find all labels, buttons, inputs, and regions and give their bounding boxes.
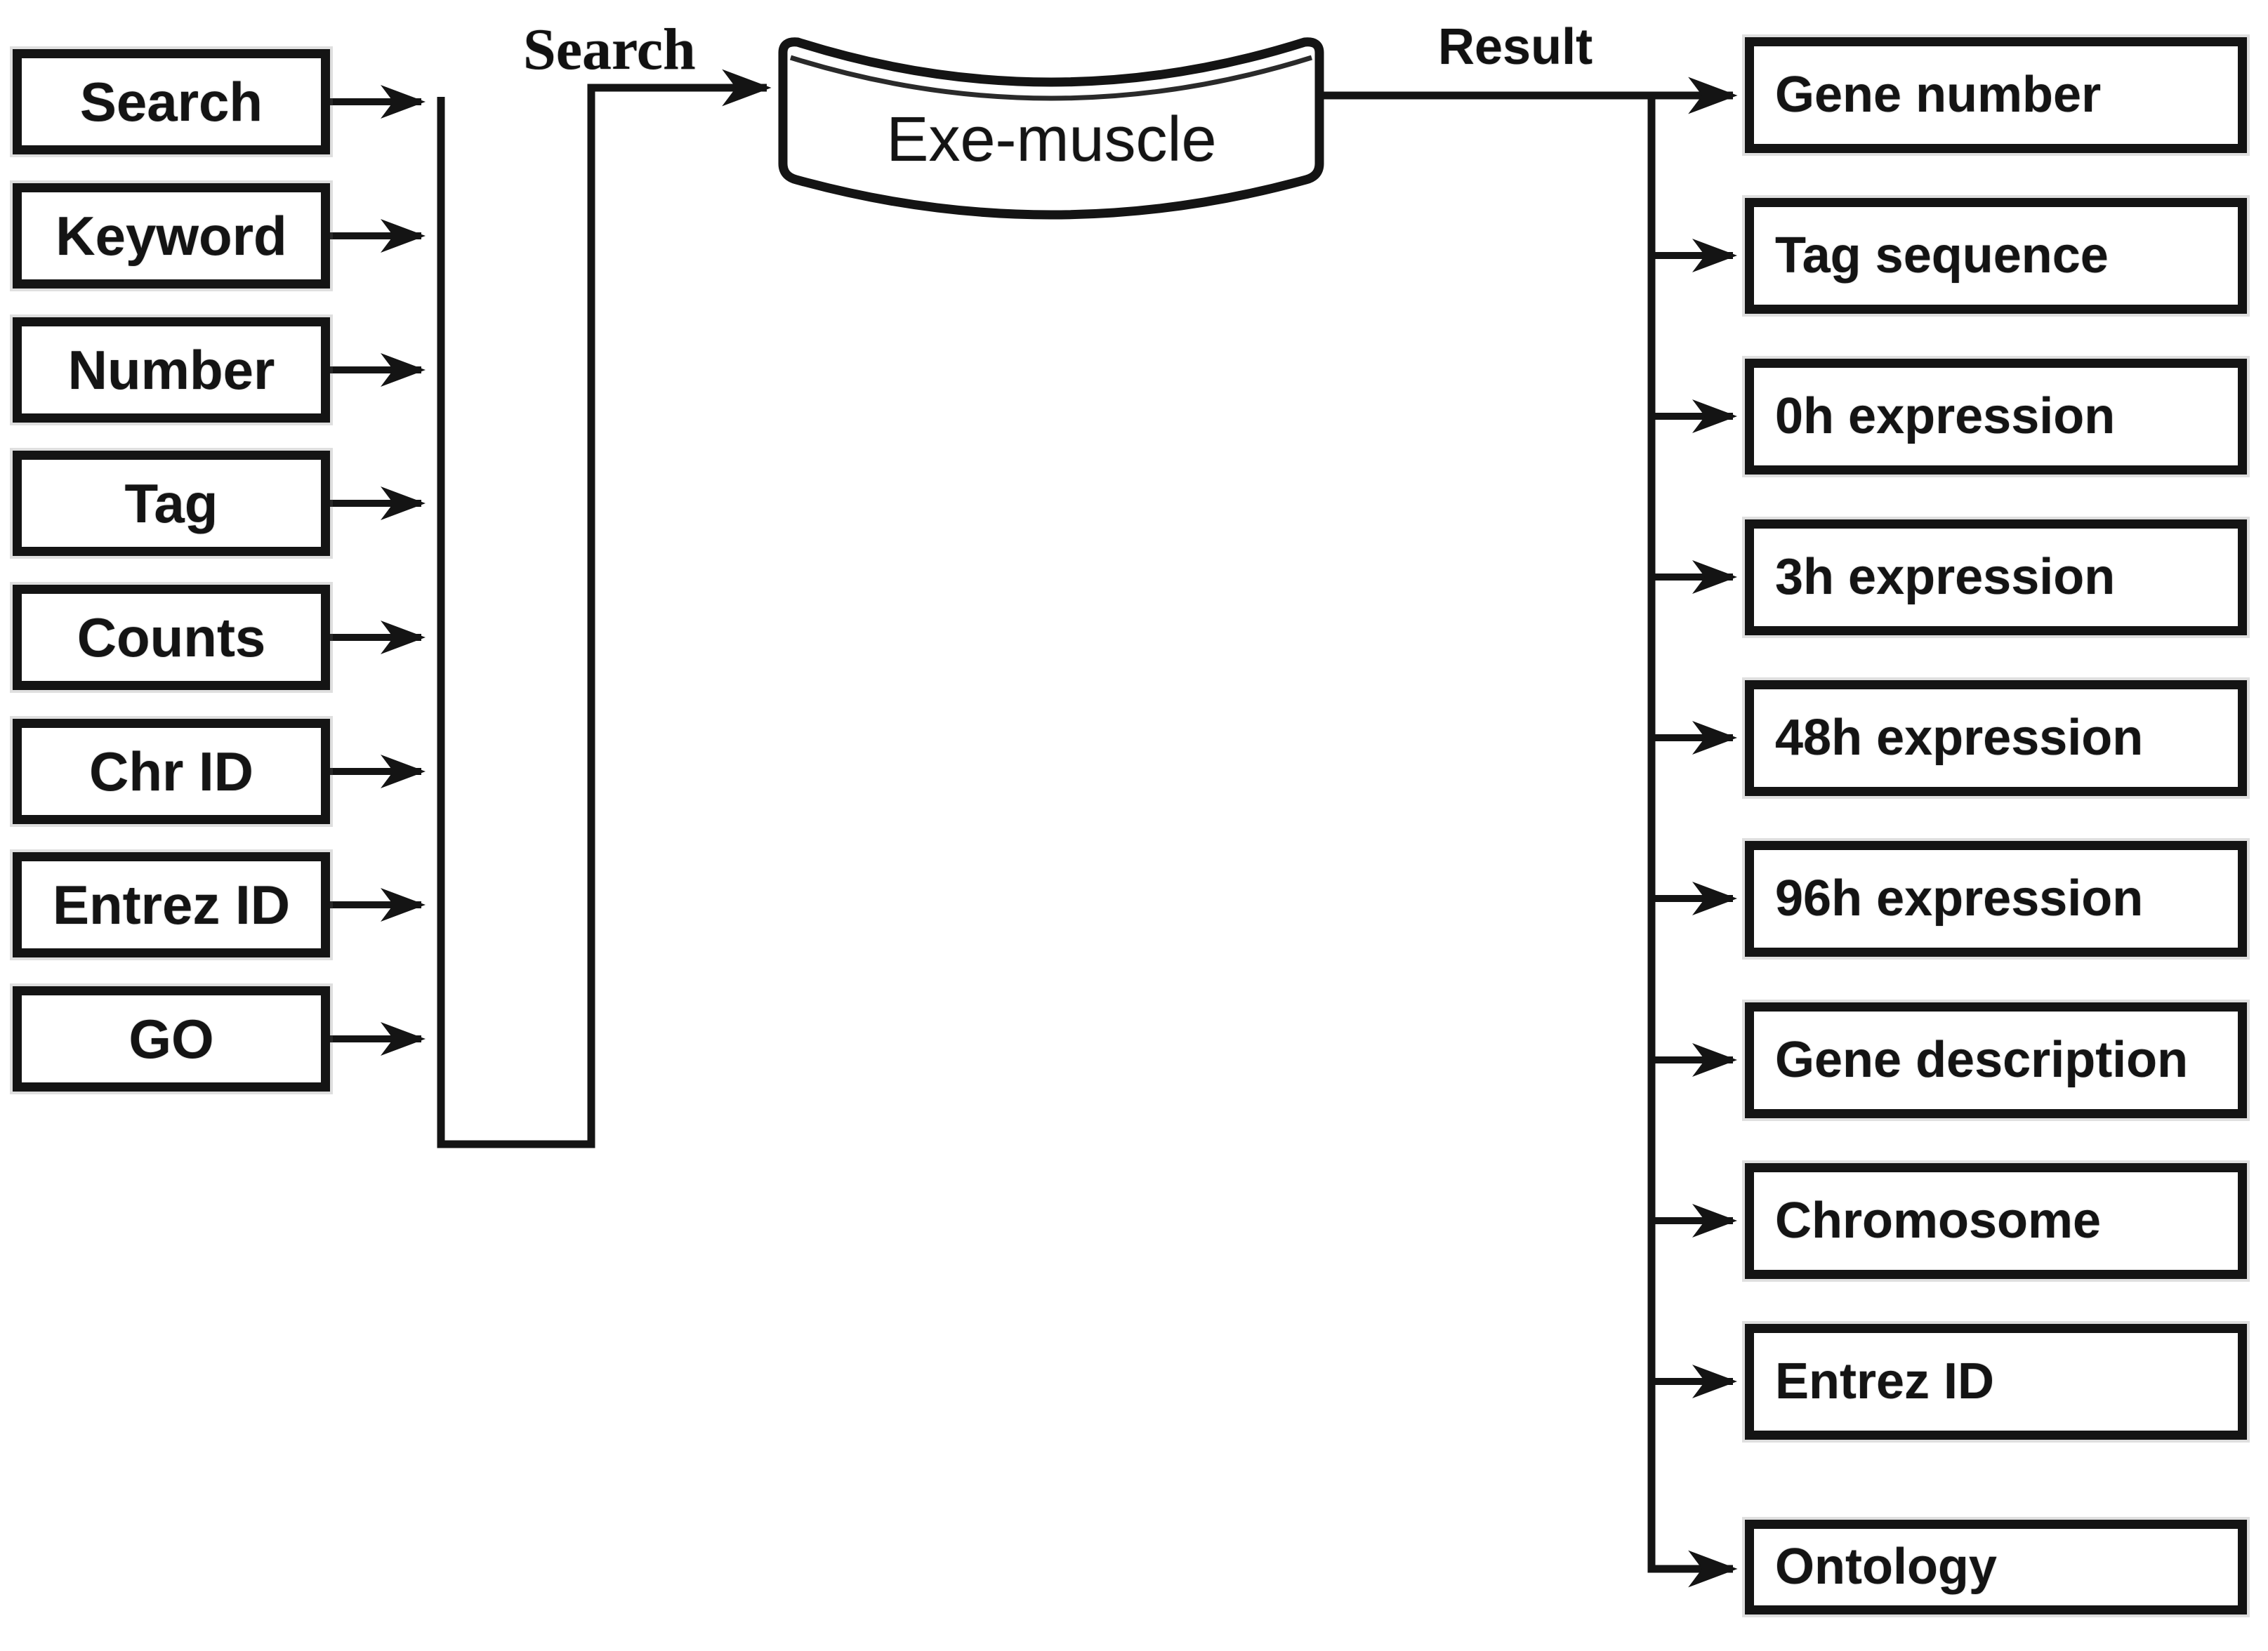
database-name: Exe-muscle [886, 105, 1217, 175]
output-box-48h-expression: 48h expression [1745, 680, 2247, 796]
database-shape [778, 37, 1324, 220]
search-bus-line [437, 69, 772, 1148]
output-box-chromosome: Chromosome [1745, 1163, 2247, 1279]
input-box-counts: Counts [13, 585, 330, 690]
input-box-entrez-id: Entrez ID [13, 852, 330, 957]
output-box-gene-number: Gene number [1745, 37, 2247, 153]
output-box-tag-sequence: Tag sequence [1745, 198, 2247, 314]
output-box-entrez-id: Entrez ID [1745, 1324, 2247, 1440]
output-box-3h-expression: 3h expression [1745, 519, 2247, 635]
output-box-0h-expression: 0h expression [1745, 359, 2247, 475]
result-bus-line [1647, 95, 1738, 1588]
input-box-tag: Tag [13, 451, 330, 556]
search-flow-label: Search [523, 17, 696, 82]
result-flow-label: Result [1438, 19, 1593, 75]
input-box-chr-id: Chr ID [13, 719, 330, 824]
output-box-96h-expression: 96h expression [1745, 841, 2247, 957]
input-box-number: Number [13, 317, 330, 423]
output-box-ontology: Ontology [1745, 1520, 2247, 1614]
output-box-gene-description: Gene description [1745, 1002, 2247, 1118]
input-box-go: GO [13, 986, 330, 1092]
input-box-search: Search [13, 49, 330, 154]
input-box-keyword: Keyword [13, 183, 330, 289]
